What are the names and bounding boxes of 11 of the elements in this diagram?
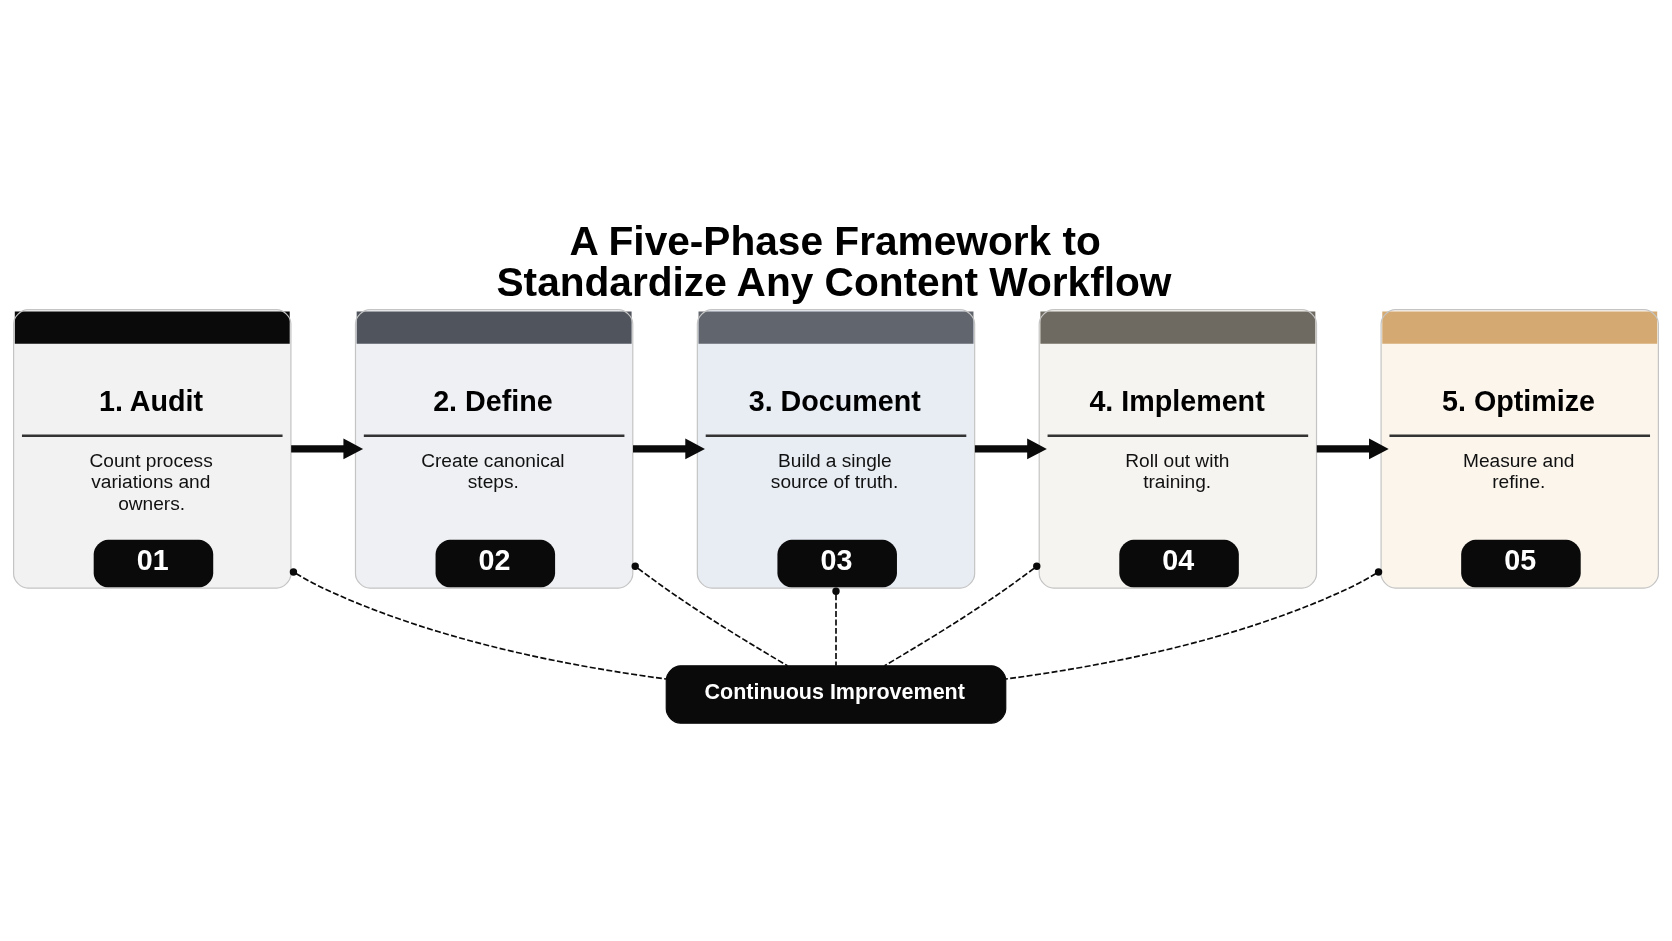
- connector: [883, 562, 1041, 667]
- connector: [1004, 567, 1383, 680]
- connector: [289, 567, 668, 680]
- node-box: Continuous Improvement: [665, 664, 1007, 724]
- arrow: [1316, 438, 1389, 459]
- arrow: [974, 438, 1047, 459]
- arrow: [633, 438, 705, 459]
- arrow: [291, 438, 364, 459]
- diagram-title: A Five-Phase Framework to Standardize Any Content Workflow: [496, 217, 1172, 305]
- connector: [631, 562, 789, 667]
- connector: [832, 587, 840, 667]
